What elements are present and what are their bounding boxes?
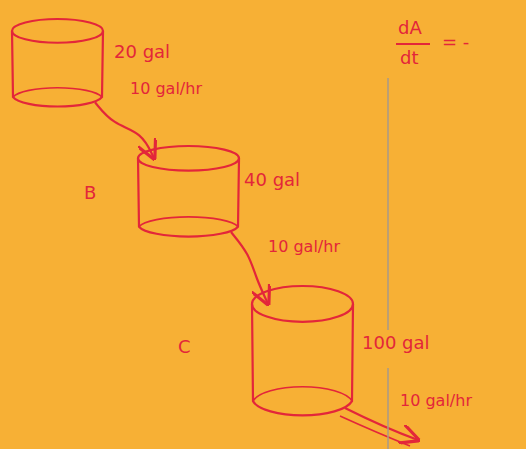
tank-top [12, 19, 103, 43]
tank-node: C100 gal [250, 285, 355, 420]
tank-volume: 100 gal [362, 333, 430, 353]
tank-body [12, 31, 103, 107]
flow-rate: 10 gal/hr [268, 238, 340, 256]
tank-top [138, 146, 239, 171]
tank-top [252, 286, 353, 322]
outflow-pipe-wall [340, 416, 410, 446]
tank-volume: 40 gal [244, 170, 300, 190]
tank-bottom-rim [13, 88, 102, 97]
tank-body [252, 304, 353, 416]
tank-outline [136, 145, 241, 240]
paper-edge [387, 368, 389, 449]
tank-body [138, 158, 239, 236]
equation-text: dt [400, 48, 418, 68]
pipe-connector [95, 102, 154, 158]
tank-node: B40 gal [136, 145, 241, 240]
tank-outline [250, 285, 355, 420]
tank-name: C [178, 337, 191, 357]
fraction-bar [396, 43, 430, 45]
tank-bottom-rim [253, 387, 352, 401]
tank-bottom-rim [139, 217, 238, 227]
tank-name: B [84, 183, 96, 203]
flow-rate: 10 gal/hr [400, 392, 472, 410]
flow-rate: 10 gal/hr [130, 80, 202, 98]
equation-text: dA [398, 18, 422, 38]
tank-volume: 20 gal [114, 42, 170, 62]
tank-node: 20 gal [10, 18, 105, 110]
paper-edge [387, 78, 389, 330]
equation-text: = - [442, 32, 469, 52]
tank-outline [10, 18, 105, 110]
